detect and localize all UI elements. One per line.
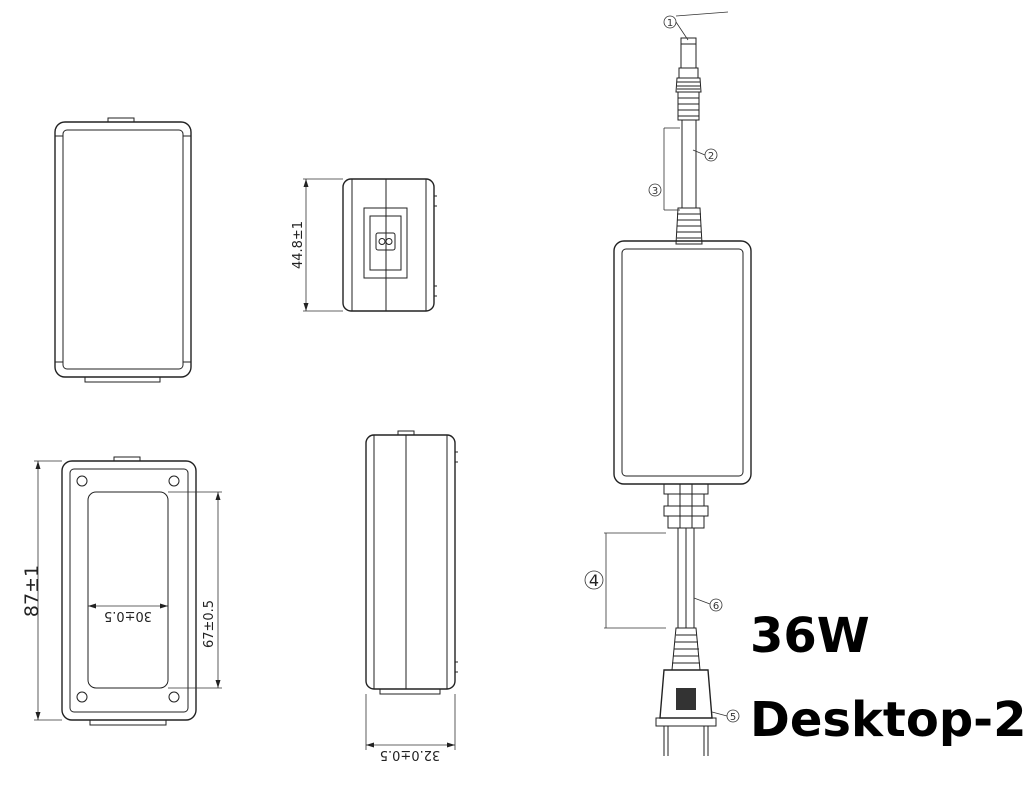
dim-height-side: 44.8±1 <box>291 221 306 269</box>
callout-1: 1 <box>663 11 729 41</box>
dim-label-width: 30±0.5 <box>104 608 152 623</box>
side-view: 32.0±0.5 <box>365 430 458 762</box>
callout-2-label: 2 <box>708 151 714 162</box>
top-view <box>54 117 192 383</box>
callout-4: 4 <box>584 570 604 590</box>
dim-label-height: 67±0.5 <box>202 600 217 648</box>
callout-3-label: 3 <box>652 186 658 197</box>
wattage-label: 36W <box>750 608 870 664</box>
end-view: 44.8±1 <box>291 178 437 312</box>
callout-5: 5 <box>711 709 740 723</box>
callout-5-label: 5 <box>730 712 736 723</box>
callout-4-label: 4 <box>589 571 599 590</box>
dim-length: 87±1 <box>21 565 43 617</box>
callout-2: 2 <box>692 148 718 162</box>
callout-6: 6 <box>693 597 723 612</box>
bottom-view: 87±1 67±0.5 30±0.5 <box>21 456 222 726</box>
dim-thickness: 32.0±0.5 <box>380 747 441 762</box>
model-label: Desktop-2 <box>750 692 1027 748</box>
callout-1-label: 1 <box>667 18 673 29</box>
callout-6-label: 6 <box>713 601 719 612</box>
callout-3: 3 <box>648 183 662 197</box>
assembly-view <box>604 37 752 756</box>
